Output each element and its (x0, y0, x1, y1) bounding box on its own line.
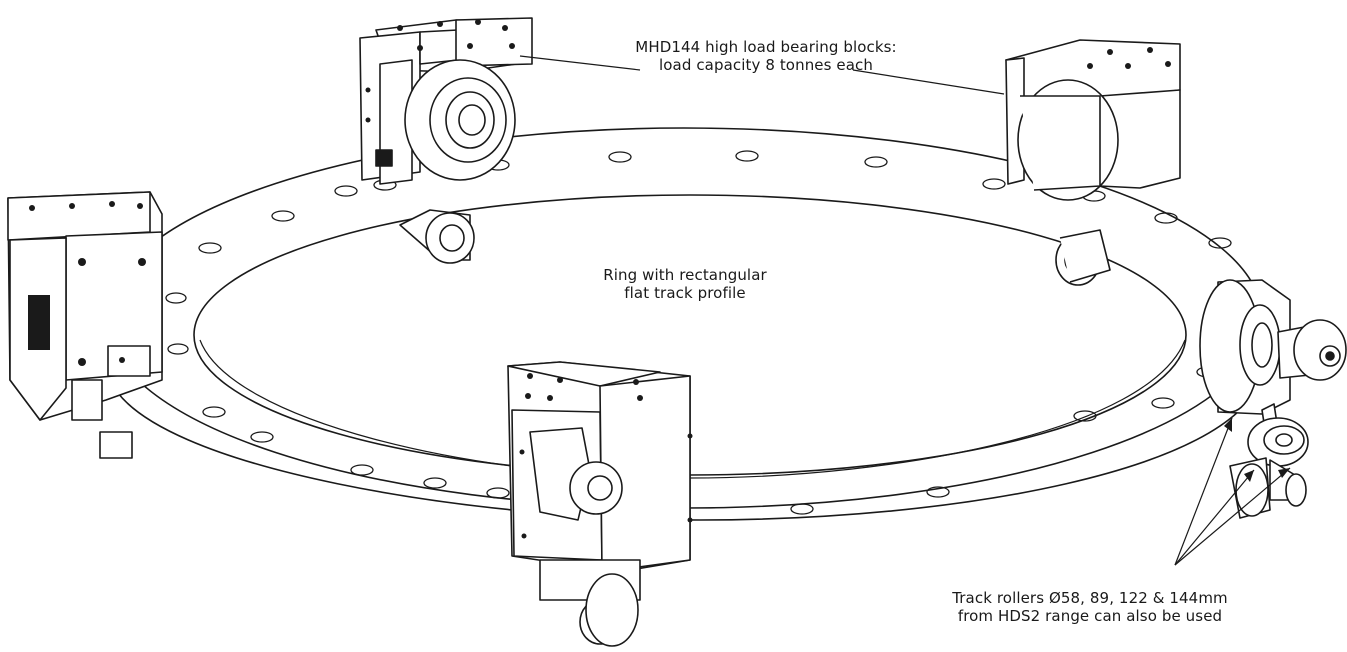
track-rollers-annotation-line2: from HDS2 range can also be used (957, 607, 1223, 625)
track-rollers-annotation-line1: Track rollers Ø58, 89, 122 & 144mm (952, 589, 1228, 607)
ring-annotation: Ring with rectangular flat track profile (560, 266, 810, 302)
bearing-block-top-right-bolts (1087, 47, 1171, 69)
bearing-block-front-bolts (519, 373, 693, 539)
ring-annotation-line1: Ring with rectangular (603, 266, 767, 284)
bearing-blocks-annotation: MHD144 high load bearing blocks: load ca… (556, 38, 976, 74)
bearing-block-front (507, 361, 691, 647)
track-roller-medium (1229, 403, 1309, 519)
bearing-block-top-right (1005, 39, 1181, 286)
ring-annotation-line2: flat track profile (624, 284, 746, 302)
bearing-block-left-bolts (28, 201, 146, 366)
track-roller-large (1199, 279, 1347, 415)
bearing-block-top-left (359, 17, 533, 264)
bearing-blocks-annotation-line2: load capacity 8 tonnes each (659, 56, 873, 74)
bearing-blocks-annotation-line1: MHD144 high load bearing blocks: (635, 38, 897, 56)
bearing-block-top-left-bolts (365, 19, 515, 123)
leader-lines (519, 55, 1291, 566)
leader-arrowheads (1224, 418, 1290, 482)
track-rollers-annotation: Track rollers Ø58, 89, 122 & 144mm from … (900, 589, 1280, 625)
